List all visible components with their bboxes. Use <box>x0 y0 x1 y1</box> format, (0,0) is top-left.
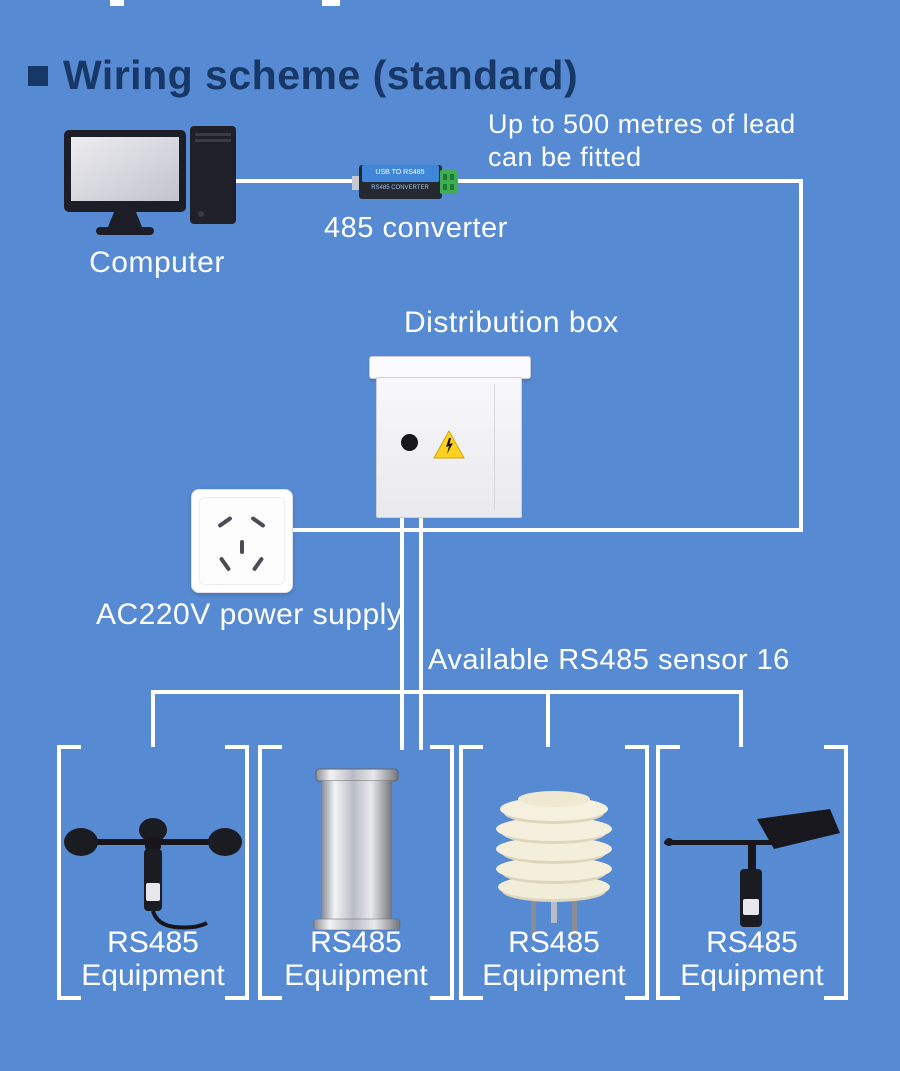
wire-right-vertical <box>799 179 803 532</box>
wire-box-drop-a <box>400 518 404 750</box>
converter-device-text-top: USB TO RS485 <box>375 169 424 176</box>
computer-illustration <box>62 124 252 236</box>
bracket-tick <box>824 996 848 1000</box>
warning-sticker-icon <box>433 429 465 459</box>
bracket-tick <box>57 745 81 749</box>
equipment-label-line2: Equipment <box>284 959 428 992</box>
lead-note-line1: Up to 500 metres of lead <box>488 109 796 139</box>
wire-drop-group-3 <box>546 690 550 747</box>
equipment-label-line1: RS485 <box>310 926 402 959</box>
converter-label: 485 converter <box>324 212 508 244</box>
equipment-group-wind-speed: RS485 Equipment <box>57 745 249 1000</box>
lead-note-line2: can be fitted <box>488 141 642 172</box>
bracket-right <box>450 745 454 1000</box>
sensors-note: Available RS485 sensor 16 <box>428 644 790 676</box>
outlet-slot <box>240 540 244 554</box>
rain-gauge-icon <box>312 767 402 937</box>
distribution-box-lid <box>369 356 531 379</box>
outlet-slot <box>218 556 232 572</box>
bracket-tick <box>225 745 249 749</box>
equipment-label-line1: RS485 <box>706 926 798 959</box>
wind-speed-sensor-icon <box>63 805 243 940</box>
distribution-box-illustration <box>369 356 531 518</box>
equipment-group-wind-vane: RS485 Equipment <box>656 745 848 1000</box>
bracket-tick <box>625 745 649 749</box>
equipment-label-line2: Equipment <box>81 959 225 992</box>
bracket-left <box>656 745 660 1000</box>
wind-vane-icon <box>662 807 842 937</box>
equipment-group-radiation-shield: RS485 Equipment <box>459 745 649 1000</box>
bracket-tick <box>656 996 680 1000</box>
wire-sensor-bus <box>151 690 743 694</box>
bracket-right <box>645 745 649 1000</box>
title-bullet-square <box>28 65 48 86</box>
equipment-label-line1: RS485 <box>508 926 600 959</box>
equipment-group-rain-gauge: RS485 Equipment <box>258 745 454 1000</box>
distribution-box-knob <box>401 434 418 451</box>
computer-icon <box>64 126 236 235</box>
bracket-tick <box>430 996 454 1000</box>
equipment-label: RS485 Equipment <box>656 926 848 992</box>
bracket-tick <box>824 745 848 749</box>
equipment-label: RS485 Equipment <box>57 926 249 992</box>
bracket-tick <box>258 745 282 749</box>
bracket-tick <box>459 745 483 749</box>
outlet-slot <box>251 556 265 572</box>
top-edge-artifact <box>110 0 124 6</box>
converter-device-text-bottom: RS485 CONVERTER <box>371 185 429 191</box>
equipment-label: RS485 Equipment <box>258 926 454 992</box>
power-outlet-face <box>199 497 285 585</box>
bracket-tick <box>430 745 454 749</box>
bracket-left <box>57 745 61 1000</box>
bracket-tick <box>57 996 81 1000</box>
bracket-tick <box>258 996 282 1000</box>
power-outlet-illustration <box>191 489 293 593</box>
page-title-text: Wiring scheme (standard) <box>63 52 579 98</box>
equipment-label: RS485 Equipment <box>459 926 649 992</box>
radiation-shield-icon <box>479 787 629 942</box>
page-title: Wiring scheme (standard) <box>28 52 578 99</box>
bracket-left <box>258 745 262 1000</box>
bracket-tick <box>656 745 680 749</box>
lead-note: Up to 500 metres of lead can be fitted <box>488 108 796 174</box>
equipment-label-line2: Equipment <box>680 959 824 992</box>
equipment-label-line1: RS485 <box>107 926 199 959</box>
computer-label: Computer <box>89 246 225 279</box>
wire-converter-to-right <box>458 179 803 183</box>
bracket-tick <box>459 996 483 1000</box>
bracket-tick <box>225 996 249 1000</box>
bracket-right <box>844 745 848 1000</box>
converter-illustration: USB TO RS485 RS485 CONVERTER <box>352 162 458 202</box>
wire-computer-to-converter <box>236 179 354 183</box>
distribution-box-door-seam <box>494 384 495 510</box>
bracket-tick <box>625 996 649 1000</box>
top-edge-artifact <box>322 0 340 6</box>
usb-rs485-converter-icon: USB TO RS485 RS485 CONVERTER <box>352 165 457 199</box>
bracket-right <box>245 745 249 1000</box>
equipment-label-line2: Equipment <box>482 959 626 992</box>
distribution-box-body <box>376 377 522 518</box>
bracket-left <box>459 745 463 1000</box>
outlet-slot <box>217 515 233 529</box>
power-supply-label: AC220V power supply <box>96 598 403 631</box>
outlet-slot <box>250 515 266 529</box>
wire-drop-group-1 <box>151 690 155 747</box>
wire-drop-group-4 <box>739 690 743 747</box>
distribution-box-label: Distribution box <box>404 306 619 339</box>
wire-power-row <box>291 528 803 532</box>
wire-box-drop-b <box>419 518 423 750</box>
